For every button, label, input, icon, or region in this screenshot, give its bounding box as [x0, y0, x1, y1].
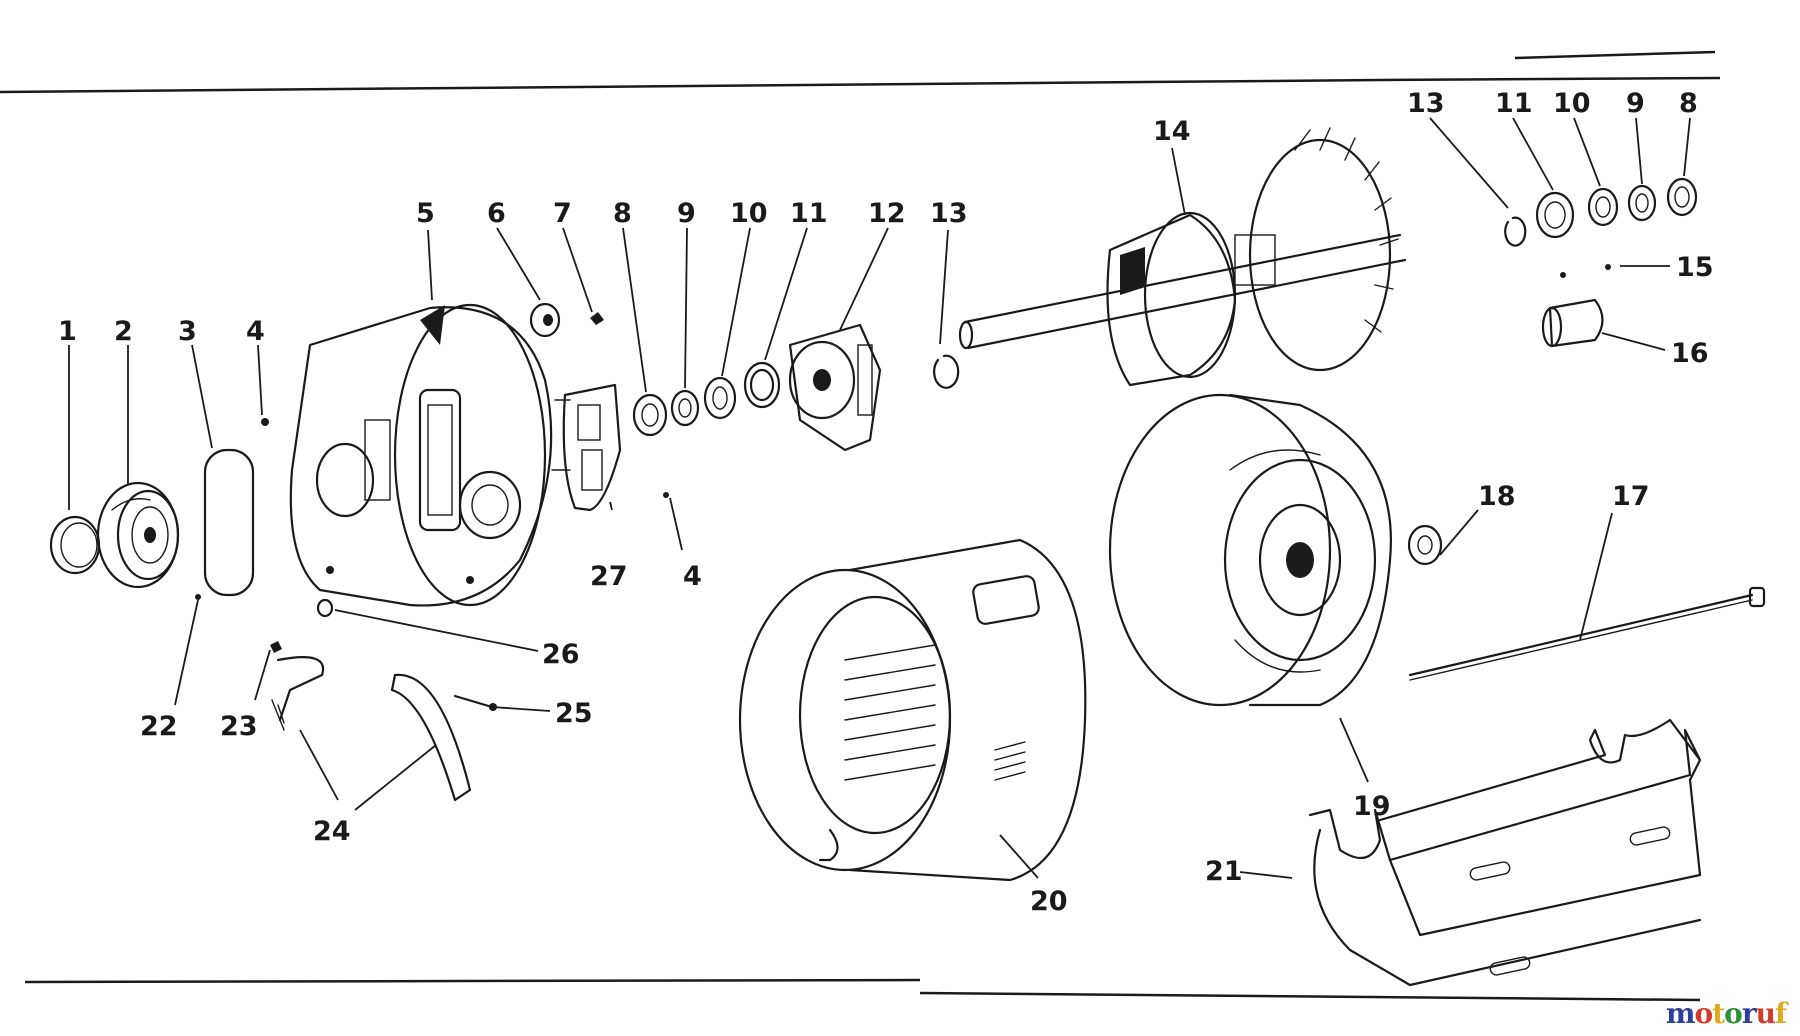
- callout-numbers: 1 2 3 4 5 6 7 8 9 10 11 12 13 14 13 11 1…: [58, 88, 1714, 917]
- part-10-washer-right: [1587, 187, 1619, 227]
- callout-11: 11: [790, 198, 828, 229]
- top-frame-tick: [1514, 50, 1716, 60]
- watermark-letter: f: [1774, 997, 1787, 1030]
- part-10-washer-left: [703, 376, 737, 420]
- part-17-through-bolt: [1408, 586, 1766, 681]
- part-24-terminal-lead: [271, 656, 325, 731]
- part-9-washer-left: [670, 389, 700, 427]
- part-11-bearing-right: [1535, 191, 1575, 239]
- callout-23: 23: [220, 711, 258, 742]
- callout-2: 2: [114, 316, 133, 347]
- callout-14: 14: [1153, 116, 1191, 147]
- watermark-letter: r: [1741, 997, 1757, 1030]
- callout-26: 26: [542, 639, 580, 670]
- part-13-snap-ring-right: [1504, 216, 1527, 247]
- callout-21: 21: [1205, 856, 1243, 887]
- bottom-frame-line-right: [919, 991, 1701, 1002]
- part-21-mounting-base: [1308, 718, 1702, 987]
- top-frame-line-right: [1379, 76, 1721, 82]
- callout-11-right: 11: [1495, 88, 1533, 119]
- callout-17: 17: [1612, 481, 1650, 512]
- callout-18: 18: [1478, 481, 1516, 512]
- callout-15: 15: [1676, 252, 1714, 283]
- part-4-screw-right: [663, 492, 669, 498]
- callout-4: 4: [246, 316, 265, 347]
- part-5-end-frame: [289, 303, 553, 607]
- part-25-bolt: [453, 694, 497, 711]
- bottom-frame-line: [24, 978, 921, 984]
- watermark-letter: t: [1712, 997, 1725, 1030]
- part-12-bearing-retainer: [788, 323, 882, 452]
- callout-20: 20: [1030, 886, 1068, 917]
- part-8-washer-right: [1666, 177, 1698, 217]
- callout-8: 8: [613, 198, 632, 229]
- part-27-brush-holder: [551, 383, 622, 512]
- top-frame-line: [0, 78, 1381, 94]
- part-9-washer-right: [1627, 184, 1657, 222]
- callout-1: 1: [58, 316, 77, 347]
- callout-5: 5: [416, 198, 435, 229]
- part-14-rotor: [958, 127, 1407, 387]
- part-11-bearing-left: [743, 361, 781, 409]
- watermark-letter: o: [1694, 997, 1714, 1030]
- callout-22: 22: [140, 711, 178, 742]
- callout-27: 27: [590, 561, 628, 592]
- part-2-pulley: [96, 481, 180, 589]
- callout-19: 19: [1353, 791, 1391, 822]
- watermark-letter: u: [1755, 997, 1776, 1030]
- part-6-bushing: [529, 302, 561, 338]
- part-13-snap-ring-left: [933, 354, 960, 389]
- part-24-brush-spring: [390, 673, 472, 802]
- part-1-dust-cap: [49, 515, 101, 575]
- part-26-lockwasher: [316, 598, 334, 618]
- callout-9-right: 9: [1626, 88, 1645, 119]
- callout-9: 9: [677, 198, 696, 229]
- part-3-gasket: [203, 448, 255, 597]
- callout-4-lower: 4: [683, 561, 702, 592]
- callout-25: 25: [555, 698, 593, 729]
- part-8-washer-left: [632, 393, 668, 437]
- part-23-screw: [270, 641, 282, 653]
- motoruf-watermark-logo: motoruf: [1665, 997, 1787, 1030]
- callout-12: 12: [868, 198, 906, 229]
- callout-6: 6: [487, 198, 506, 229]
- callout-24: 24: [313, 816, 351, 847]
- callout-13-right: 13: [1407, 88, 1445, 119]
- part-4-screw-left: [261, 418, 269, 426]
- callout-16: 16: [1671, 338, 1709, 369]
- part-7-screw: [590, 312, 604, 325]
- callout-10: 10: [730, 198, 768, 229]
- callout-3: 3: [178, 316, 197, 347]
- part-22-screw: [195, 594, 201, 600]
- part-20-stator: [738, 538, 1087, 882]
- part-15-pin: [1560, 264, 1611, 278]
- callout-8-right: 8: [1679, 88, 1698, 119]
- callout-7: 7: [553, 198, 572, 229]
- leader-lines: [68, 117, 1691, 879]
- part-16-sleeve: [1541, 298, 1604, 348]
- watermark-letter: o: [1724, 997, 1743, 1030]
- callout-13: 13: [930, 198, 968, 229]
- watermark-letter: m: [1665, 997, 1696, 1030]
- part-19-end-housing: [1108, 393, 1392, 707]
- part-18-washer: [1407, 524, 1443, 566]
- callout-10-right: 10: [1553, 88, 1591, 119]
